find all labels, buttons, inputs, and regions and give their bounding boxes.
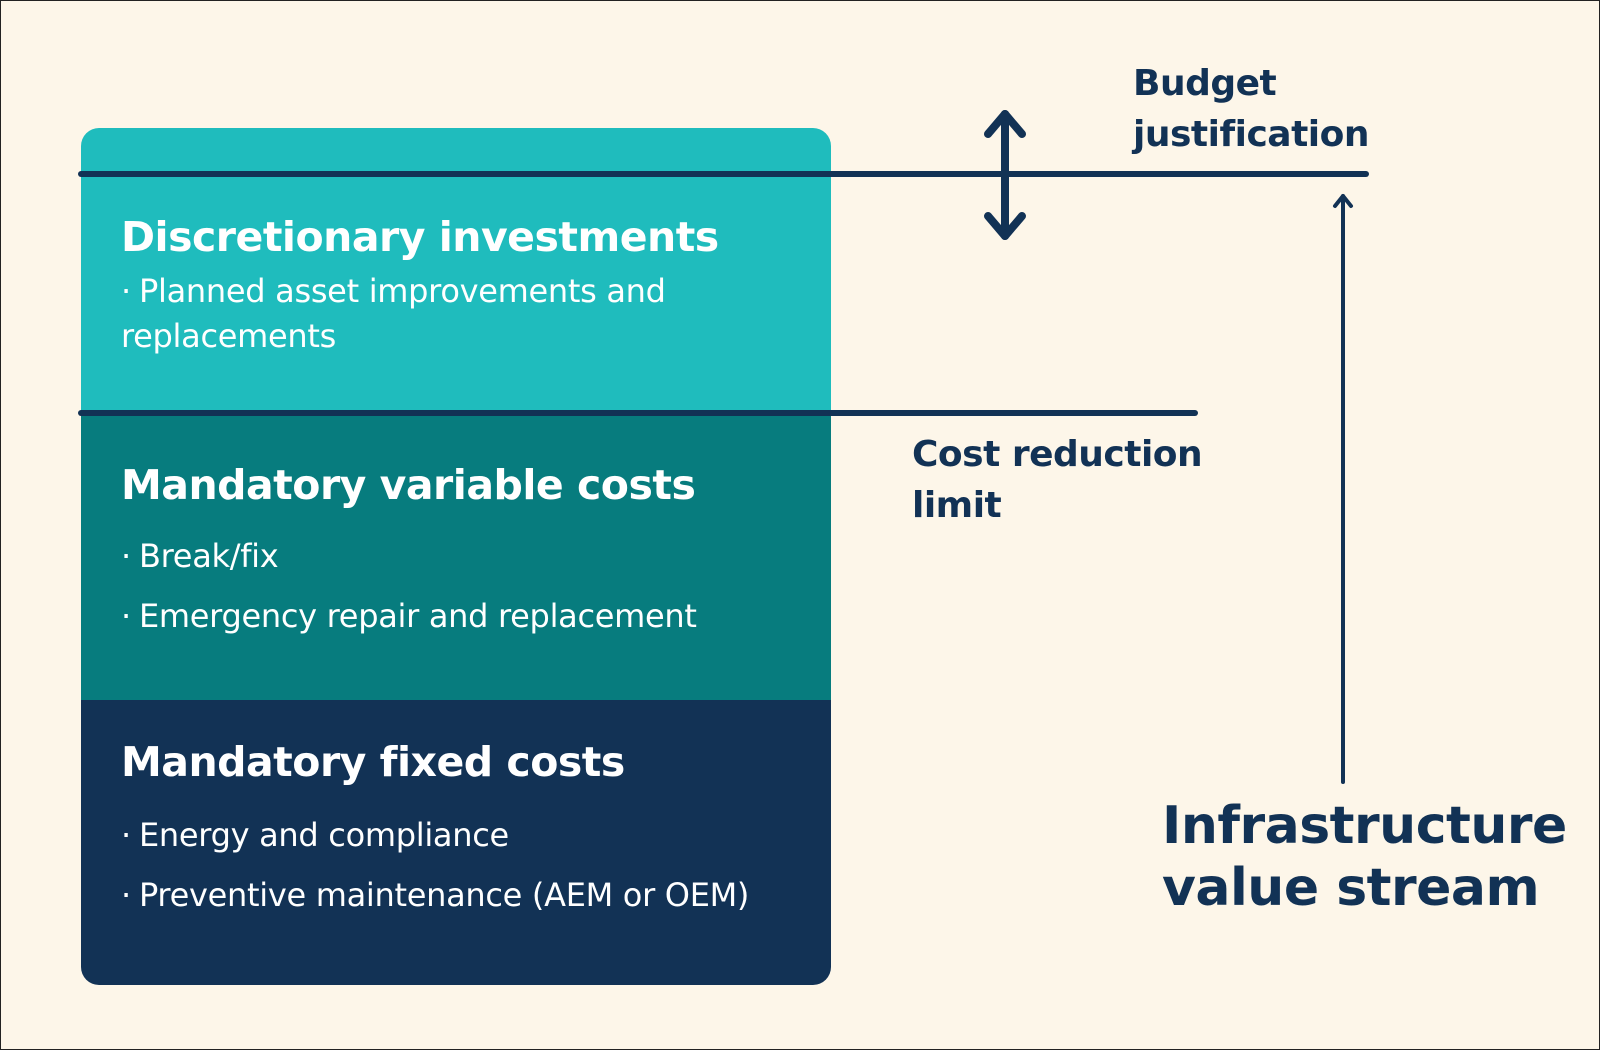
tier-mandatory-variable-costs: Mandatory variable costs ·Break/fix ·Eme… <box>81 414 831 700</box>
tier-bullet: ·Energy and compliance <box>121 816 509 854</box>
tier-title: Discretionary investments <box>121 213 719 261</box>
tier-mandatory-fixed-costs: Mandatory fixed costs ·Energy and compli… <box>81 700 831 985</box>
tier-bullet: ·Emergency repair and replacement <box>121 597 697 635</box>
tier-bullet-list: ·Energy and compliance ·Preventive maint… <box>121 805 749 925</box>
cost-reduction-limit-label: Cost reduction limit <box>912 434 1203 526</box>
tier-title: Mandatory fixed costs <box>121 738 625 786</box>
cost-tier-stack: Discretionary investments ·Planned asset… <box>81 128 831 985</box>
budget-justification-line <box>78 171 1369 177</box>
tier-bullet-list: ·Planned asset improvements and replacem… <box>121 269 761 359</box>
up-arrow-icon <box>1333 194 1353 784</box>
budget-justification-label: Budget justification <box>1133 63 1370 155</box>
tier-bullet-list: ·Break/fix ·Emergency repair and replace… <box>121 526 697 646</box>
tier-bullet: ·Break/fix <box>121 537 279 575</box>
tier-bullet: ·Preventive maintenance (AEM or OEM) <box>121 876 750 914</box>
tier-bullet: ·Planned asset improvements and replacem… <box>121 272 666 355</box>
infrastructure-value-stream-label: Infrastructure value stream <box>1162 796 1567 918</box>
cost-reduction-limit-line <box>78 410 1198 416</box>
double-headed-vertical-arrow-icon <box>984 110 1026 240</box>
tier-title: Mandatory variable costs <box>121 461 696 509</box>
